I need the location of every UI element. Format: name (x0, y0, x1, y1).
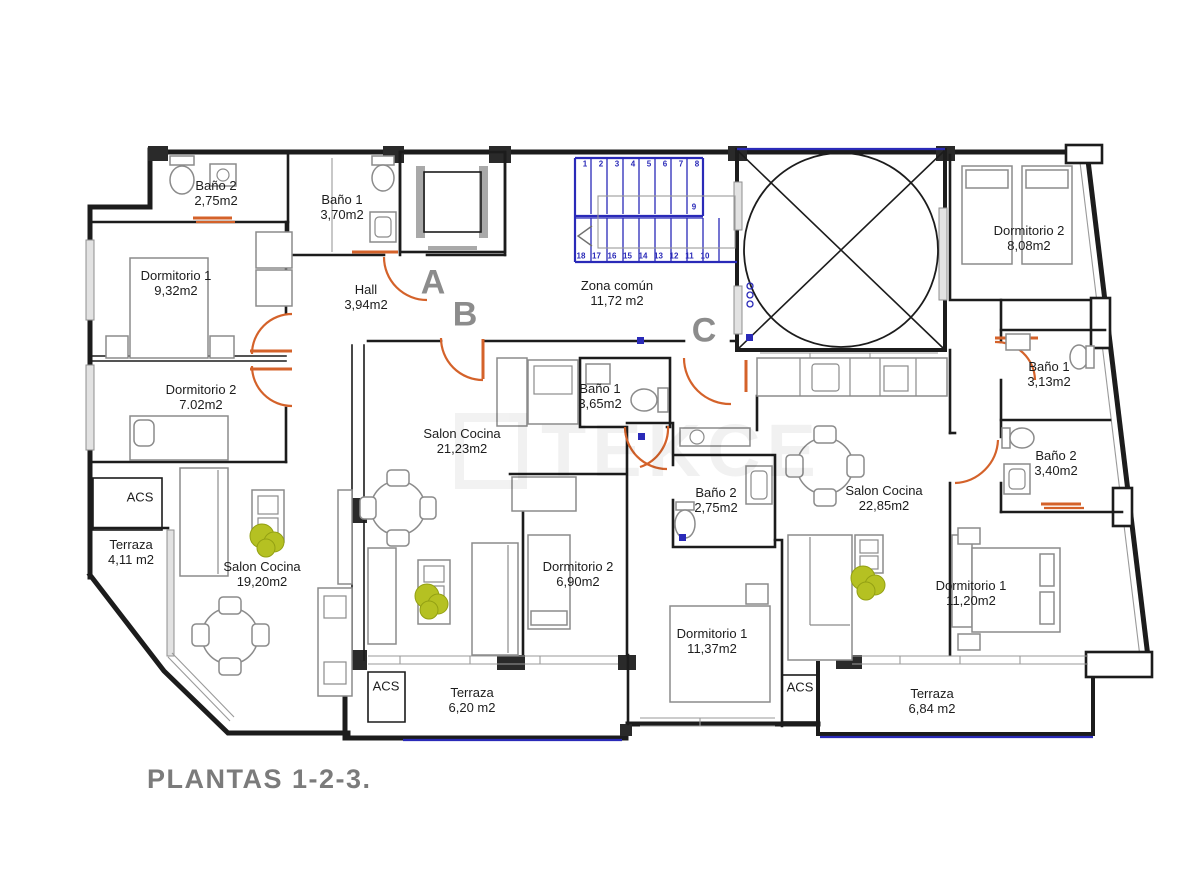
stair-number: 3 (614, 159, 620, 169)
stair-number: 9 (691, 202, 697, 212)
stair-number: 14 (638, 251, 648, 261)
stair-number: 13 (654, 251, 663, 261)
door-swings (193, 216, 1084, 510)
windows (85, 181, 1088, 727)
stair-number: 11 (685, 251, 694, 261)
inner-walls (88, 148, 1124, 728)
stair-number: 7 (678, 159, 684, 169)
room-label: ACS (126, 489, 154, 505)
stair-number: 2 (598, 159, 604, 169)
stair-number: 1 (582, 159, 588, 169)
staircase (573, 147, 945, 264)
patio-lightwell (737, 150, 945, 350)
stair-number: 18 (576, 251, 586, 261)
plant-icon (414, 583, 449, 620)
plant-icon (850, 565, 886, 601)
stair-number: 4 (630, 159, 636, 169)
stair-number: 17 (592, 251, 601, 261)
unit-letter-B: B (452, 295, 478, 334)
unit-letter-C: C (691, 311, 717, 350)
unit-letter-A: A (420, 263, 446, 302)
room-label: ACS (786, 679, 814, 695)
stair-number: 12 (669, 251, 679, 261)
blue-accents (403, 337, 1093, 742)
stair-number: 10 (700, 251, 710, 261)
stair-number: 6 (662, 159, 668, 169)
plan-title: PLANTAS 1-2-3. (147, 764, 372, 794)
stair-number: 5 (646, 159, 652, 169)
plant-icons (249, 523, 886, 620)
elevator (398, 150, 507, 254)
room-label: ACS (372, 678, 400, 694)
stair-number: 8 (694, 159, 700, 169)
stair-number: 16 (607, 251, 617, 261)
furniture (105, 155, 1095, 703)
stair-number: 15 (623, 251, 632, 261)
plant-icon (249, 523, 285, 558)
